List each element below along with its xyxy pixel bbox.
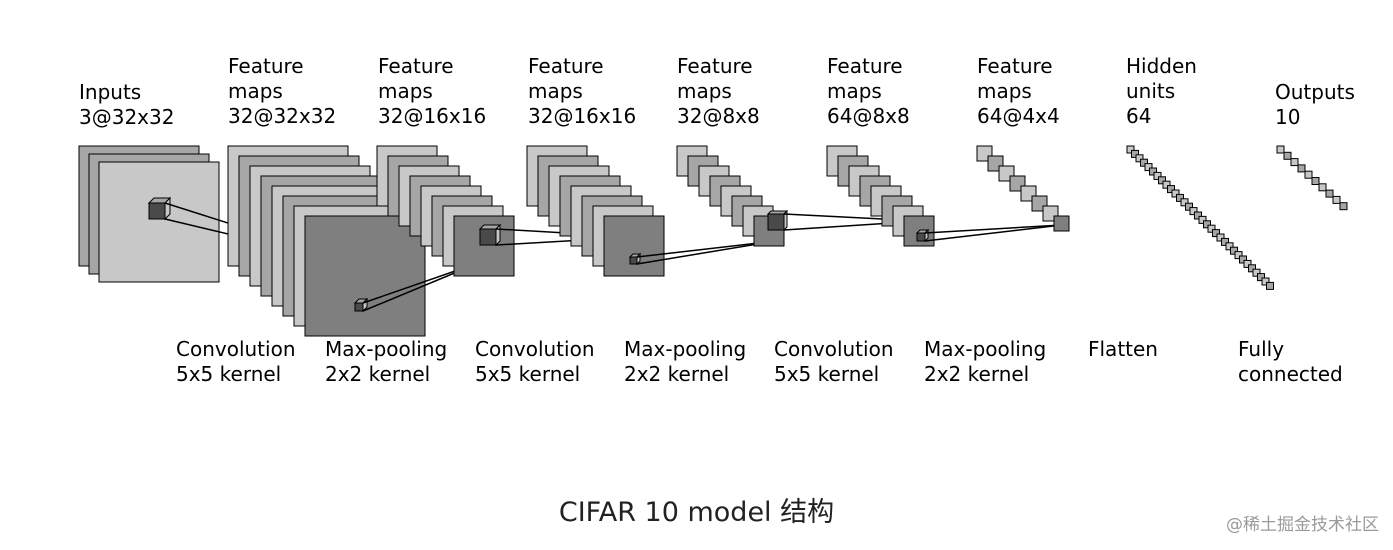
hidden-unit [1194, 211, 1202, 220]
conv1-kernel-front [148, 202, 166, 220]
pool3-link-a [924, 224, 1063, 234]
output-unit [1311, 177, 1320, 185]
hidden-unit [1234, 251, 1243, 260]
hidden-unit [1230, 246, 1238, 255]
hidden-unit [1153, 171, 1162, 180]
conv2-kernel-front [479, 228, 497, 246]
hidden-unit [1216, 233, 1225, 242]
hidden-unit [1126, 145, 1135, 154]
hidden-unit [1225, 242, 1234, 251]
pool3-link-b [924, 224, 1063, 242]
pool1-kernel-front [354, 302, 364, 312]
hidden-unit [1189, 207, 1198, 216]
output-unit [1318, 183, 1327, 192]
hidden-unit [1149, 167, 1157, 176]
conv2-kernel-side [495, 223, 501, 247]
hidden-unit [1131, 149, 1139, 158]
hidden-unit [1185, 202, 1193, 211]
hidden-unit [1212, 229, 1220, 238]
hidden-unit [1221, 237, 1229, 246]
output-unit [1325, 189, 1334, 198]
hidden-unit [1257, 273, 1265, 282]
hidden-unit [1162, 180, 1171, 189]
hidden-unit [1198, 215, 1207, 224]
figure-caption: CIFAR 10 model 结构 [558, 497, 835, 528]
pool2-link-b [636, 240, 777, 265]
hidden-unit [1207, 224, 1216, 233]
hidden-unit [1140, 158, 1148, 167]
hidden-unit [1261, 277, 1270, 286]
hidden-unit [1176, 193, 1184, 202]
hidden-unit [1239, 255, 1247, 264]
fm1-map [304, 215, 426, 337]
output-unit [1283, 151, 1292, 160]
hidden-unit [1252, 268, 1261, 277]
pool2-link-a [636, 240, 777, 258]
output-unit [1339, 202, 1348, 211]
op-label-flatten: Flatten [1088, 337, 1158, 361]
output-unit [1297, 164, 1306, 173]
output-unit [1276, 145, 1285, 154]
output-unit [1332, 195, 1341, 204]
fm3-map [603, 215, 665, 277]
hidden-unit [1144, 163, 1153, 172]
fm6-map [1053, 215, 1070, 232]
pool2-kernel-front [629, 256, 638, 265]
hidden-unit [1158, 176, 1166, 185]
inputs-map [98, 161, 220, 283]
hidden-unit [1248, 264, 1256, 273]
hidden-unit [1167, 185, 1175, 194]
hidden-unit [1135, 154, 1144, 163]
hidden-unit [1180, 198, 1189, 207]
watermark: @稀土掘金技术社区 [1226, 515, 1379, 535]
output-unit [1290, 158, 1299, 167]
conv3-kernel-front [767, 213, 785, 231]
hidden-unit [1266, 281, 1274, 290]
hidden-unit [1203, 220, 1211, 229]
pool3-kernel-front [916, 232, 926, 242]
hidden-unit [1171, 189, 1180, 198]
hidden-unit [1243, 259, 1252, 268]
output-unit [1304, 170, 1313, 179]
